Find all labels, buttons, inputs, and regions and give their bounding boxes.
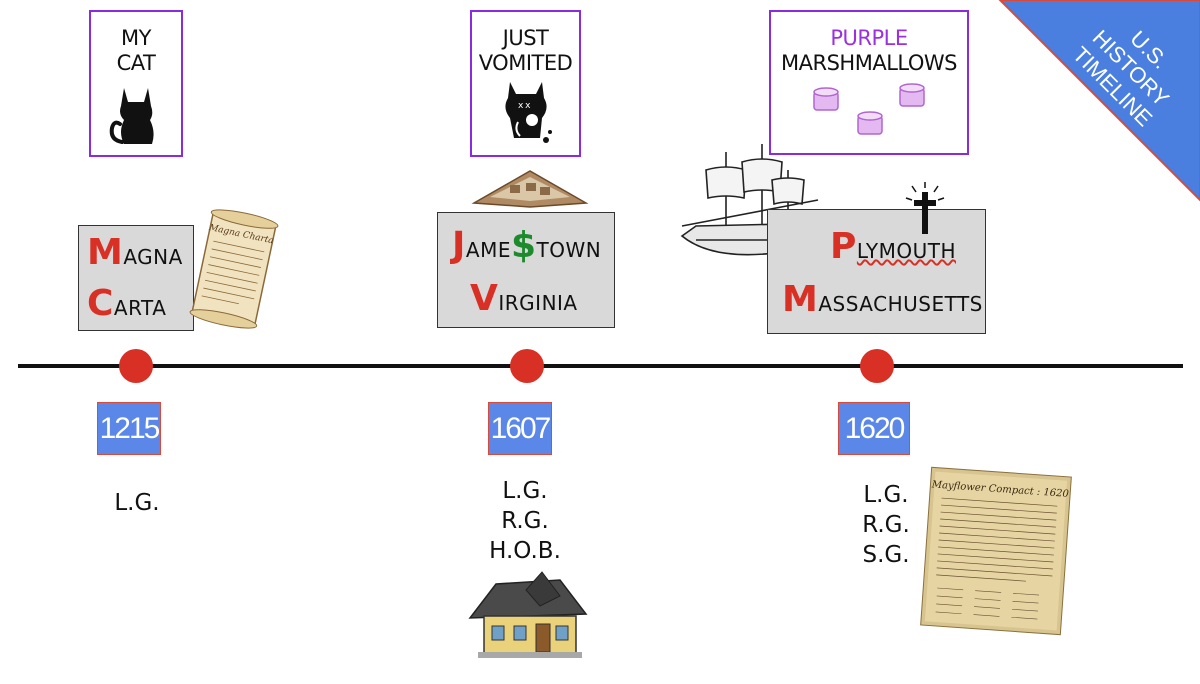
cat-icon [109,88,154,144]
timeline-marker-1607 [510,349,544,383]
initial-letter: M [782,279,819,320]
event-box-plymouth-massachusetts: PLYMOUTH MASSACHUSETTS [767,209,986,334]
mnemonic-box-just-vomited: JUST VOMITED x x [470,10,581,157]
word-rest: ASSACHUSETTS [818,292,983,316]
marshmallows-icon [813,83,925,135]
year-box-1620: 1620 [838,402,910,455]
initial-letter: J [452,225,466,266]
initial-letter: M [87,232,124,273]
abbr-line: L.G. [502,478,548,504]
mayflower-compact-image: Mayflower Compact : 1620 [920,466,1072,636]
event-box-magna-carta: MAGNA CARTA [78,225,194,331]
year-box-1215: 1215 [97,402,161,455]
mnemonic-line1: PURPLE [830,26,908,50]
initial-letter: V [470,278,499,319]
timeline-axis [18,364,1183,368]
abbreviations-1607: L.G. R.G. H.O.B. [480,476,570,566]
word-rest: ARTA [113,296,167,320]
abbreviations-1620: L.G. R.G. S.G. [846,480,926,570]
abbr-line: L.G. [863,482,909,508]
event-box-jamestown-virginia: JAME$TOWN VIRGINIA [437,212,615,328]
abbreviations-1215: L.G. [97,488,177,518]
word-rest: AME [465,238,511,262]
sick-cat-icon: x x [504,82,552,143]
jamestown-fort-image [471,170,589,208]
word-rest: LYMOUTH [856,239,956,263]
mnemonic-line2: MARSHMALLOWS [781,51,957,75]
mnemonic-box-purple-marshmallows: PURPLE MARSHMALLOWS [769,10,969,155]
abbr-line: R.G. [862,512,910,538]
abbr-line: L.G. [114,490,160,516]
timeline-marker-1215 [119,349,153,383]
house-image [468,571,588,658]
abbr-line: R.G. [501,508,549,534]
word-rest: IRGINIA [498,291,578,315]
initial-letter: P [830,226,857,267]
abbr-line: S.G. [862,542,910,568]
mnemonic-line2: CAT [116,51,156,75]
corner-banner: U.S. HISTORY TIMELINE [998,0,1200,202]
dollar-sign: $ [510,225,537,266]
cross-icon [905,182,945,234]
year-box-1607: 1607 [488,402,552,455]
word-rest: AGNA [123,245,183,269]
mnemonic-line1: MY [121,26,151,50]
mnemonic-box-my-cat: MY CAT [89,10,183,157]
word-rest: TOWN [536,238,602,262]
magna-carta-scroll-image: Magna Charta [189,209,279,329]
abbr-line: H.O.B. [489,538,561,564]
timeline-marker-1620 [860,349,894,383]
initial-letter: C [87,283,114,324]
mnemonic-line1: JUST [502,26,549,50]
svg-text:x x: x x [518,101,531,111]
mnemonic-line2: VOMITED [478,51,573,75]
